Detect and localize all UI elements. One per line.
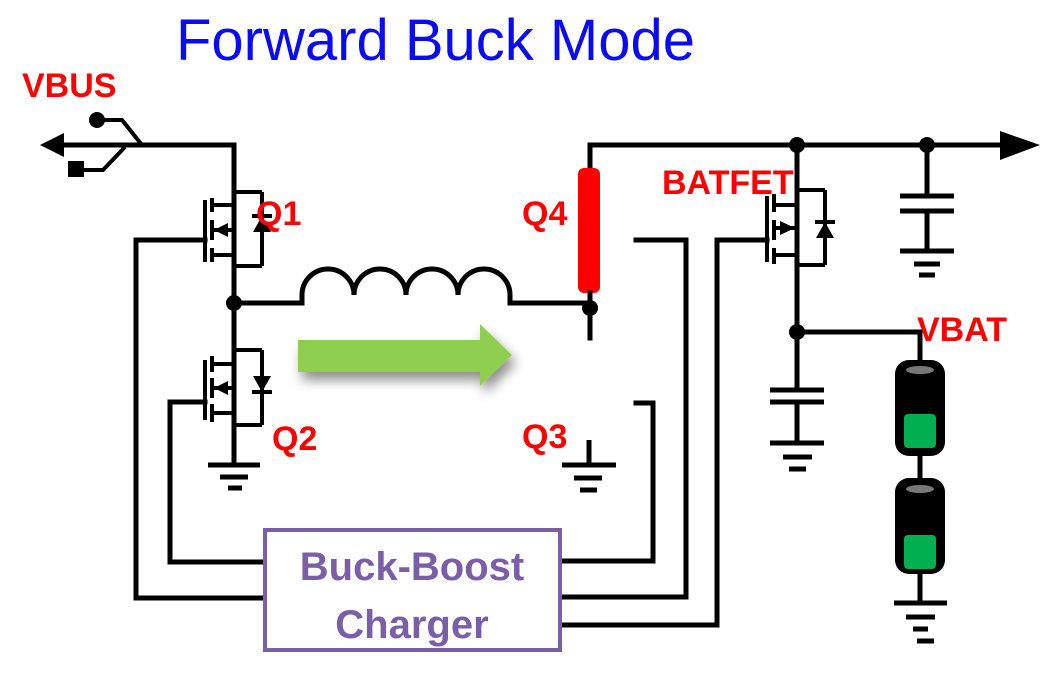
q4-gate-wire	[557, 237, 689, 600]
batfet-mosfet-icon	[557, 142, 835, 628]
q3-label: Q3	[522, 418, 567, 456]
output-arrow-icon	[1000, 131, 1040, 160]
inductor-icon	[299, 266, 593, 306]
vbus-label: VBUS	[22, 67, 116, 105]
q4-switch-highlight	[578, 168, 600, 293]
charger-label-line1: Buck-Boost	[300, 545, 524, 589]
q2-mosfet-icon	[167, 345, 272, 565]
battery-capacitor-icon	[770, 329, 824, 472]
q4-label: Q4	[522, 195, 567, 233]
batfet-label: BATFET	[662, 164, 794, 202]
vbat-wire	[794, 329, 923, 363]
q3-gate-wire	[557, 400, 656, 564]
q1-mosfet-icon	[133, 187, 272, 601]
output-capacitor-icon	[900, 142, 954, 278]
current-flow-arrow-icon	[298, 324, 512, 386]
battery-cell-1-icon	[895, 360, 945, 456]
usb-connector-icon	[40, 112, 237, 177]
vbat-label: VBAT	[917, 311, 1007, 349]
buck-boost-charger-block: Buck-Boost Charger	[263, 528, 562, 652]
battery-cell-2-icon	[895, 478, 945, 574]
diagram-title: Forward Buck Mode	[176, 8, 695, 73]
q2-label: Q2	[272, 420, 317, 458]
battery-ground-icon	[894, 571, 947, 644]
q1-label: Q1	[256, 195, 301, 233]
q3-ground-icon	[562, 440, 616, 493]
output-rail-wire	[587, 142, 1008, 171]
charger-label-line2: Charger	[335, 603, 488, 647]
q2-ground-icon	[208, 462, 260, 491]
